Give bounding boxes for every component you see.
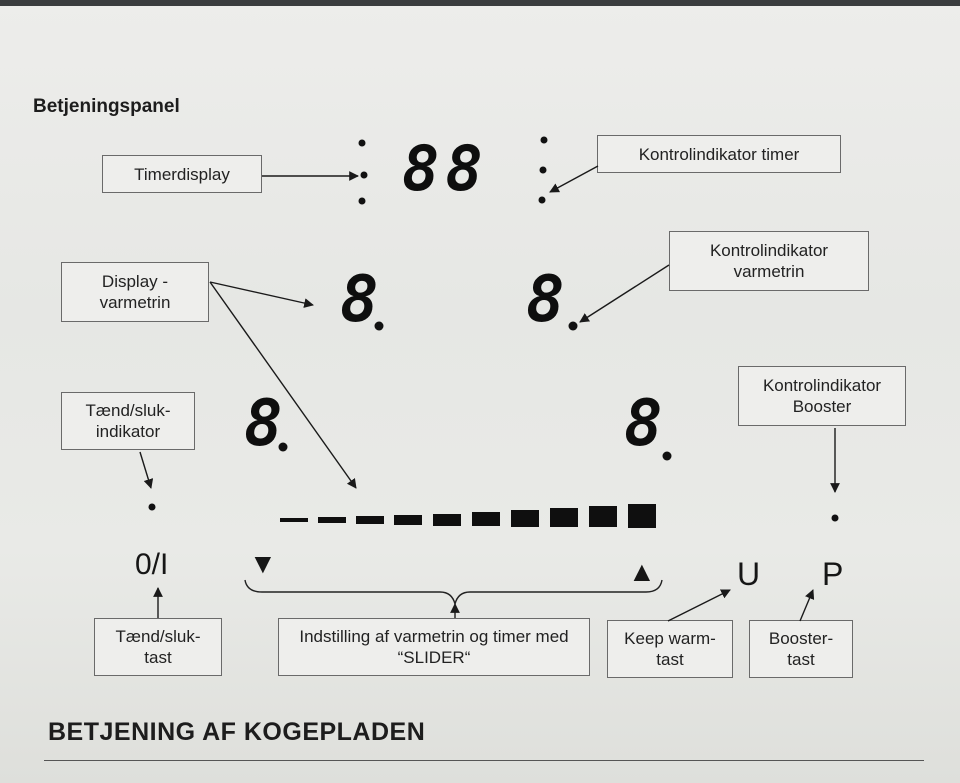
arrow-booster-tast [799, 589, 815, 622]
timer-display: 88 [402, 132, 489, 205]
power-indicator-dot [148, 503, 156, 511]
label-booster-tast: Booster- tast [749, 620, 853, 678]
zone-display-rear-left: 8 [340, 263, 379, 337]
zone-display-rear-right: 8 [526, 263, 565, 337]
slider-level-bar [280, 504, 656, 528]
zone-display-front-right: 8 [624, 387, 663, 461]
booster-indicator-dot [831, 514, 839, 522]
arrow-keep-warm [667, 589, 731, 622]
arrow-taend-indikator [139, 451, 154, 489]
power-key-symbol[interactable]: 0/I [135, 548, 169, 581]
arrow-display-to-zone [209, 281, 314, 308]
zone-display-front-left: 8 [244, 387, 283, 461]
label-timerdisplay: Timerdisplay [102, 155, 262, 193]
slider-up-arrow[interactable]: ▲ [628, 556, 656, 587]
booster-key-symbol[interactable]: P [822, 556, 844, 592]
label-keep-warm-tast: Keep warm- tast [607, 620, 733, 678]
label-display-varmetrin: Display - varmetrin [61, 262, 209, 322]
slider-down-arrow[interactable]: ▼ [249, 548, 277, 579]
page-heading: Betjeningspanel [33, 96, 180, 117]
slider-brace [244, 579, 663, 605]
section-heading: BETJENING AF KOGEPLADEN [48, 718, 426, 746]
label-taend-sluk-indikator: Tænd/sluk- indikator [61, 392, 195, 450]
arrow-display-to-slider [209, 281, 357, 489]
label-kontrolindikator-varmetrin: Kontrolindikator varmetrin [669, 231, 869, 291]
timer-dots [358, 136, 548, 205]
top-border [0, 0, 960, 6]
label-slider: Indstilling af varmetrin og timer med “S… [278, 618, 590, 676]
label-kontrolindikator-timer: Kontrolindikator timer [597, 135, 841, 173]
keep-warm-key-symbol[interactable]: U [737, 556, 761, 592]
label-taend-sluk-tast: Tænd/sluk- tast [94, 618, 222, 676]
arrow-kontrol-varmetrin [579, 264, 670, 323]
arrow-kontrol-timer [549, 165, 599, 193]
section-underline [44, 760, 924, 761]
label-kontrolindikator-booster: Kontrolindikator Booster [738, 366, 906, 426]
zone-indicator-dots [278, 321, 672, 461]
